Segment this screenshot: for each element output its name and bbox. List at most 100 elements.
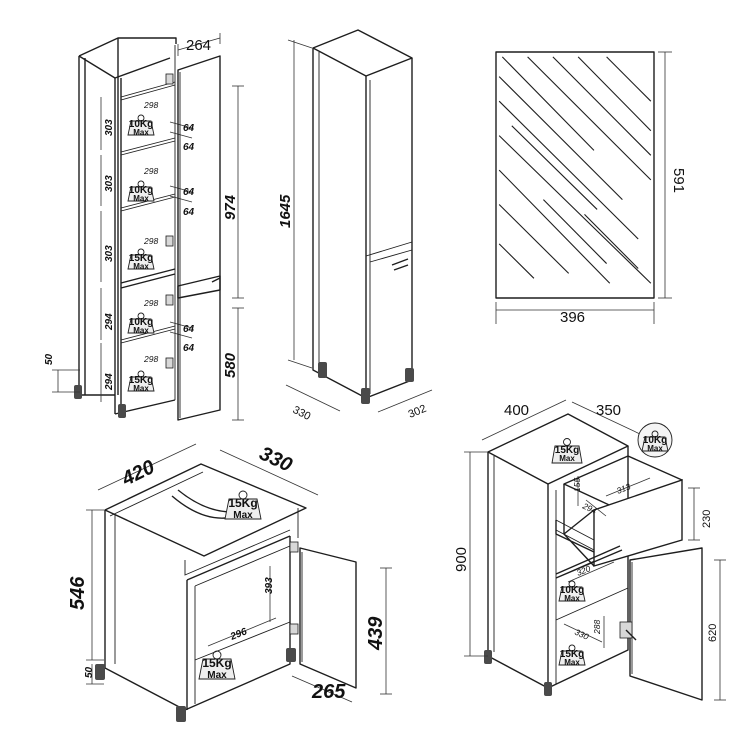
drawer-width-label: 400 bbox=[504, 402, 529, 419]
mirror-reflection-line bbox=[498, 169, 611, 284]
sink-weight-badges: 15Kg Max 15Kg Max bbox=[198, 490, 262, 681]
weight-icon: 15Kg Max bbox=[558, 644, 586, 667]
shelf-gap-1-label: 303 bbox=[104, 119, 115, 136]
drawer-front-label: 230 bbox=[701, 510, 713, 528]
drawer-depth-label: 350 bbox=[596, 402, 621, 419]
weight-badge-value: 15Kg bbox=[202, 656, 231, 670]
weight-badge-unit: Max bbox=[564, 594, 580, 603]
column-height-label: 1645 bbox=[277, 194, 294, 228]
upper-door-label: 974 bbox=[222, 194, 239, 220]
shelf-gap-3-label: 303 bbox=[104, 245, 115, 262]
column-dimensions: 1645 330 302 bbox=[277, 39, 433, 423]
mirror-width-label: 396 bbox=[560, 309, 585, 326]
weight-badge-value: 15Kg bbox=[228, 496, 257, 510]
weight-badge-value: 15Kg bbox=[129, 375, 153, 386]
weight-icon: 15Kg Max bbox=[224, 490, 262, 521]
weight-icon: 10Kg Max bbox=[127, 180, 155, 203]
mirror-reflection-line bbox=[606, 56, 652, 102]
sink-cabinet bbox=[95, 463, 357, 722]
pin-offset-1: 64 bbox=[183, 123, 195, 134]
weight-icon: 10Kg Max bbox=[127, 114, 155, 137]
mirror-reflection-lines bbox=[498, 56, 652, 284]
weight-icon: 15Kg Max bbox=[127, 370, 155, 393]
weight-badge-unit: Max bbox=[133, 384, 149, 393]
drawer-cabinet-height-label: 900 bbox=[453, 547, 470, 572]
weight-badge-value: 10Kg bbox=[560, 585, 584, 596]
shelf-depth-2: 298 bbox=[143, 166, 158, 176]
shelf-depth-1: 298 bbox=[143, 100, 158, 110]
closed-column bbox=[312, 29, 414, 404]
tall-weight-badges: 10Kg Max 10Kg Max 15Kg Max 10Kg Max 15Kg… bbox=[127, 114, 155, 393]
tall-cabinet-dimensions: 264 303 303 303 294 294 298 298 298 298 … bbox=[44, 33, 244, 421]
drawer-door-height-label: 620 bbox=[707, 624, 719, 642]
shelf-depth-4: 298 bbox=[143, 298, 158, 308]
pin-offset-5: 64 bbox=[183, 324, 195, 335]
weight-badge-unit: Max bbox=[133, 194, 149, 203]
mirror-reflection-line bbox=[577, 56, 652, 132]
tall-foot-height-label: 50 bbox=[44, 353, 55, 365]
shelf-width-1-label: 320 bbox=[575, 563, 592, 578]
sink-door-height-label: 439 bbox=[365, 616, 387, 651]
shelf-depth-3: 298 bbox=[143, 236, 158, 246]
weight-badge-value: 15Kg bbox=[560, 649, 584, 660]
weight-badge-unit: Max bbox=[133, 128, 149, 137]
mirror-dimensions: 591 396 bbox=[495, 51, 687, 326]
mirror-reflection-line bbox=[498, 243, 535, 279]
sink-height-label: 546 bbox=[67, 576, 89, 610]
weight-icon: 15Kg Max bbox=[551, 438, 583, 464]
weight-badge-value: 10Kg bbox=[129, 185, 153, 196]
pin-offset-3: 64 bbox=[183, 187, 195, 198]
weight-badge-unit: Max bbox=[133, 326, 149, 335]
column-width-label: 302 bbox=[407, 403, 429, 421]
shelf-depth-5: 298 bbox=[143, 354, 158, 364]
sink-depth-label: 330 bbox=[256, 443, 296, 477]
tall-cabinet bbox=[74, 37, 221, 421]
drawer-weight-badges: 15Kg Max 10Kg Max 10Kg Max 15Kg Max bbox=[551, 422, 673, 667]
mirror-reflection-line bbox=[501, 56, 595, 151]
sink-inner-height-label: 393 bbox=[264, 577, 275, 594]
weight-icon: 10Kg Max bbox=[637, 422, 673, 458]
weight-badge-unit: Max bbox=[559, 454, 575, 463]
mirror-reflection-line bbox=[498, 135, 652, 284]
weight-badge-unit: Max bbox=[133, 262, 149, 271]
mirror-reflection-line bbox=[552, 56, 652, 156]
pin-offset-2: 64 bbox=[183, 142, 195, 153]
weight-badge-value: 10Kg bbox=[643, 435, 667, 446]
weight-badge-unit: Max bbox=[564, 658, 580, 667]
lower-door-label: 580 bbox=[222, 352, 239, 378]
weight-badge-unit: Max bbox=[647, 444, 663, 453]
mirror bbox=[495, 51, 655, 299]
shelf-gap-4-label: 294 bbox=[104, 313, 115, 331]
sink-foot-height-label: 50 bbox=[84, 666, 95, 678]
mirror-reflection-line bbox=[527, 56, 652, 181]
shelf-gap-2-label: 303 bbox=[104, 175, 115, 192]
mirror-height-label: 591 bbox=[670, 168, 687, 193]
shelf-gap-5-label: 294 bbox=[104, 373, 115, 391]
weight-badge-value: 10Kg bbox=[129, 317, 153, 328]
weight-icon: 15Kg Max bbox=[198, 650, 236, 681]
mirror-reflection-line bbox=[498, 100, 639, 240]
drawer-height-label: 155 bbox=[572, 478, 582, 492]
shelf-width-2-label: 330 bbox=[573, 627, 590, 642]
sink-width-label: 420 bbox=[118, 456, 159, 491]
mirror-reflection-line bbox=[543, 199, 607, 264]
sink-door-width-label: 265 bbox=[311, 681, 346, 703]
sink-inner-depth-label: 296 bbox=[228, 626, 249, 643]
mirror-reflection-line bbox=[584, 213, 639, 269]
weight-badge-unit: Max bbox=[233, 510, 253, 521]
mirror-reflection-line bbox=[498, 204, 570, 274]
column-depth-label: 330 bbox=[291, 404, 313, 423]
weight-badge-unit: Max bbox=[207, 670, 227, 681]
drawer-inner-width-label: 313 bbox=[615, 481, 632, 496]
weight-badge-value: 10Kg bbox=[129, 119, 153, 130]
tall-width-top-label: 264 bbox=[186, 37, 211, 54]
weight-icon: 10Kg Max bbox=[127, 312, 155, 335]
pin-offset-4: 64 bbox=[183, 207, 195, 218]
weight-badge-value: 15Kg bbox=[555, 445, 579, 456]
weight-badge-value: 15Kg bbox=[129, 253, 153, 264]
shelf-gap-label: 288 bbox=[592, 620, 602, 635]
drawer-cabinet bbox=[484, 413, 703, 701]
mirror-reflection-line bbox=[511, 125, 598, 210]
pin-offset-6: 64 bbox=[183, 343, 195, 354]
